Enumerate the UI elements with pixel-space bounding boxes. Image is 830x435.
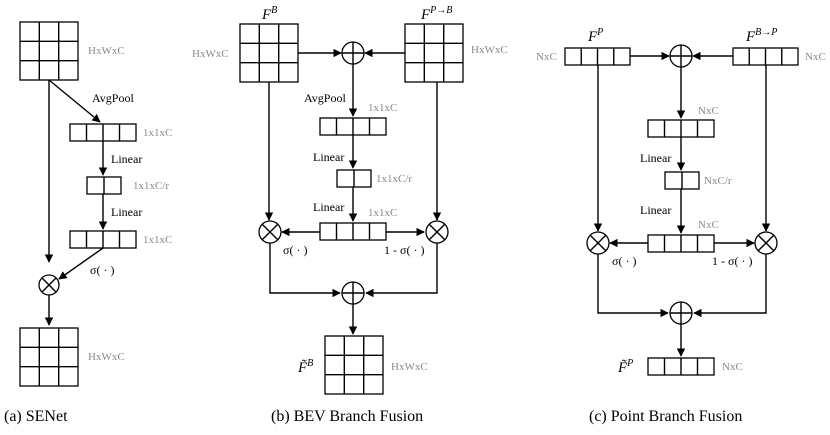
senet-pool-shape: 1x1xC xyxy=(143,127,172,139)
bev-left-shape: HxWxC xyxy=(192,48,229,60)
point-out-shape: NxC xyxy=(722,361,743,373)
point-linear2-label: Linear xyxy=(640,203,671,217)
senet-reduced-shape: 1x1xC/r xyxy=(133,180,169,192)
senet-excite-shape: 1x1xC xyxy=(143,234,172,246)
bev-right-grid xyxy=(404,23,464,83)
bev-sigma-right: 1 - σ( · ) xyxy=(384,243,424,257)
bev-output-grid xyxy=(324,335,384,395)
senet-linear1-label: Linear xyxy=(111,152,142,166)
point-output-vector xyxy=(647,357,715,376)
point-sigma-left: σ( · ) xyxy=(612,254,636,268)
point-excite-shape: NxC xyxy=(698,219,719,231)
bev-linear1-label: Linear xyxy=(313,150,344,164)
bev-caption: (b) BEV Branch Fusion xyxy=(271,408,423,425)
bev-pool-shape: 1x1xC xyxy=(368,102,397,114)
senet-caption: (a) SENet xyxy=(4,408,68,425)
point-panel: FP NxC FB→P NxC NxC xyxy=(536,27,826,425)
point-excite-vector xyxy=(647,234,715,253)
bev-excite-shape: 1x1xC xyxy=(368,207,397,219)
point-left-vector xyxy=(564,47,631,66)
point-out-feat: F̃P xyxy=(617,358,633,376)
point-caption: (c) Point Branch Fusion xyxy=(589,408,742,425)
bev-right-shape: HxWxC xyxy=(471,44,508,56)
point-right-multiply-icon xyxy=(754,231,778,255)
bev-reduced-vector xyxy=(336,169,372,188)
senet-sigma-label: σ( · ) xyxy=(90,263,114,277)
bev-top-sum-icon xyxy=(341,41,365,65)
bev-right-feat: FP→B xyxy=(420,5,452,23)
point-sigma-right: 1 - σ( · ) xyxy=(712,254,752,268)
bev-linear2-label: Linear xyxy=(313,200,344,214)
point-pool-vector xyxy=(647,119,715,138)
senet-output-shape: HxWxC xyxy=(88,351,125,363)
point-reduced-shape: NxC/r xyxy=(704,175,732,187)
point-left-feat: FP xyxy=(587,27,603,45)
point-bottom-sum-icon xyxy=(669,301,693,325)
bev-out-feat: F̃B xyxy=(297,358,313,376)
point-right-feat: FB→P xyxy=(745,27,777,45)
point-left-multiply-icon xyxy=(586,231,610,255)
bev-right-multiply-icon xyxy=(425,220,449,244)
senet-reduced-vector xyxy=(86,176,122,195)
bev-bottom-sum-icon xyxy=(341,281,365,305)
senet-excite-vector xyxy=(69,230,137,249)
bev-left-grid xyxy=(239,23,299,83)
point-linear1-label: Linear xyxy=(640,151,671,165)
bev-excite-vector xyxy=(319,222,387,241)
bev-avgpool-label: AvgPool xyxy=(304,91,346,105)
bev-panel: FB HxWxC FP→B HxWxC xyxy=(192,5,508,425)
senet-linear2-label: Linear xyxy=(111,205,142,219)
point-right-vector xyxy=(732,47,799,66)
bev-left-multiply-icon xyxy=(258,220,282,244)
senet-input-grid xyxy=(19,21,79,81)
bev-reduced-shape: 1x1xC/r xyxy=(376,173,412,185)
senet-pool-vector xyxy=(69,123,137,142)
point-top-sum-icon xyxy=(669,44,693,68)
senet-multiply-icon xyxy=(38,274,60,296)
point-right-shape: NxC xyxy=(805,51,826,63)
point-pool-shape: NxC xyxy=(698,105,719,117)
senet-panel: HxWxC AvgPool 1x1xC Linear 1x1xC/r Linea… xyxy=(4,21,172,425)
bev-out-shape: HxWxC xyxy=(391,361,428,373)
senet-output-grid xyxy=(19,327,79,387)
point-left-shape: NxC xyxy=(536,51,557,63)
point-reduced-vector xyxy=(664,171,700,190)
senet-input-shape: HxWxC xyxy=(88,45,125,57)
bev-pool-vector xyxy=(319,117,387,136)
bev-left-feat: FB xyxy=(261,5,277,23)
senet-avgpool-label: AvgPool xyxy=(92,91,134,105)
bev-sigma-left: σ( · ) xyxy=(283,243,307,257)
